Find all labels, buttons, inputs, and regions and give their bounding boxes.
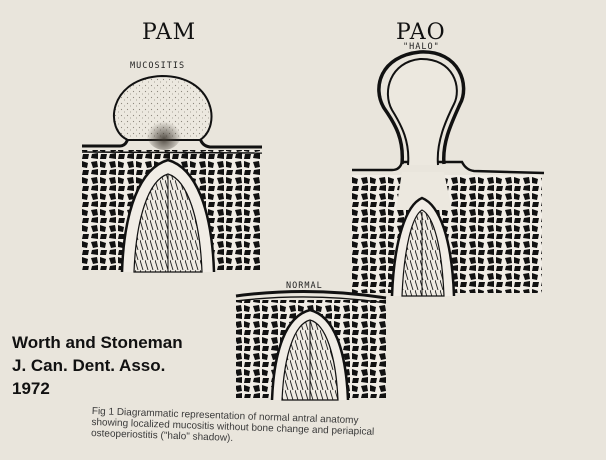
halo-label: "HALO" (403, 42, 440, 52)
normal-diagram (236, 291, 386, 400)
normal-label: NORMAL (286, 281, 323, 291)
pam-dark-core (146, 114, 182, 150)
citation-journal: J. Can. Dent. Asso. (12, 354, 183, 377)
citation: Worth and Stoneman J. Can. Dent. Asso. 1… (12, 331, 183, 400)
citation-year: 1972 (12, 377, 183, 400)
pam-mucosa-line-2 (82, 152, 262, 153)
citation-authors: Worth and Stoneman (12, 331, 183, 354)
mucositis-label: MUCOSITIS (130, 61, 185, 71)
pam-title: PAM (142, 20, 196, 45)
